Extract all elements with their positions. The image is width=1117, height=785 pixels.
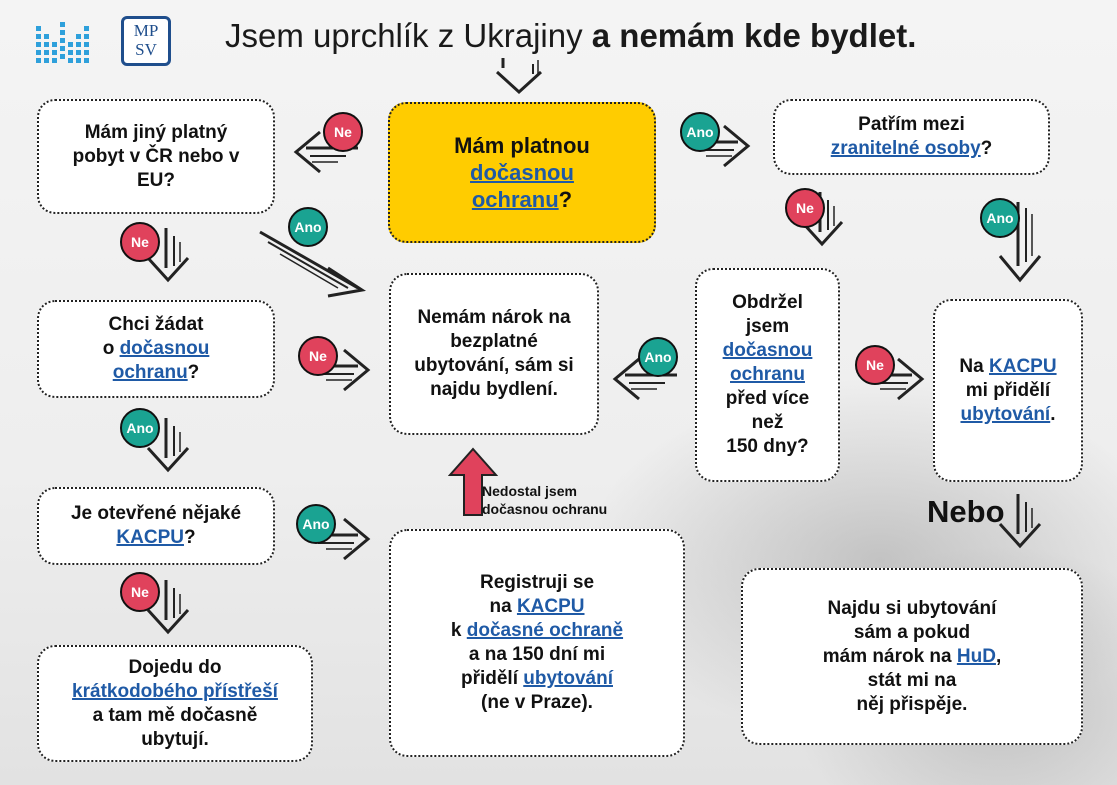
badge-no: Ne — [323, 112, 363, 152]
br-line1: Najdu si ubytování — [827, 597, 997, 619]
link-vulnerable[interactable]: zranitelné osoby — [830, 138, 981, 159]
up-arrow-icon — [448, 447, 498, 516]
box-apply-protection: Chci žádat o dočasnou ochranu? — [37, 300, 275, 398]
rt-end: ? — [980, 138, 993, 159]
fr-line2: mi přidělí — [965, 379, 1051, 401]
br-pre3: mám nárok na — [822, 645, 957, 667]
link-temporary-protection[interactable]: dočasnou — [470, 160, 574, 185]
left2-pre: o — [102, 338, 120, 359]
link-protection[interactable]: ochranu — [471, 187, 559, 212]
side-note-line2: dočasnou ochranu — [482, 501, 608, 517]
title-bold: a nemám kde bydlet. — [591, 17, 917, 54]
mpsv-logo-top: MP — [133, 21, 159, 40]
center-top-end: ? — [558, 187, 573, 212]
rm-line1: Obdržel — [732, 292, 803, 313]
left1-text: Mám jiný platný pobyt v ČR nebo v EU? — [72, 121, 240, 191]
br-line5: něj přispěje. — [856, 693, 968, 715]
rm-line6: než — [751, 412, 784, 433]
link-left2-protection[interactable]: dočasnou — [119, 338, 210, 359]
flow-arrow-icon — [495, 58, 543, 95]
br-line4: stát mi na — [867, 669, 957, 691]
box-short-term-shelter: Dojedu do krátkodobého přístřeší a tam m… — [37, 645, 313, 762]
cb-line4: a na 150 dní mi — [468, 644, 606, 665]
box-valid-temporary-protection: Mám platnou dočasnou ochranu? — [388, 102, 656, 243]
center-top-line1: Mám platnou — [454, 133, 590, 158]
badge-yes: Ano — [980, 198, 1020, 238]
ministry-logo — [36, 22, 89, 63]
rt-line1: Patřím mezi — [858, 114, 965, 135]
left3-line1: Je otevřené nějaké — [70, 503, 242, 524]
badge-no: Ne — [120, 222, 160, 262]
badge-yes: Ano — [120, 408, 160, 448]
badge-yes: Ano — [680, 112, 720, 152]
mpsv-logo: MP SV — [121, 16, 171, 66]
link-cb-accommodation[interactable]: ubytování — [523, 668, 613, 689]
link-cb-kacpu[interactable]: KACPU — [516, 596, 585, 617]
badge-no: Ne — [120, 572, 160, 612]
link-fr-accommodation[interactable]: ubytování — [960, 403, 1051, 425]
rm-line2: jsem — [745, 316, 790, 337]
left2-line1: Chci žádat — [108, 314, 204, 335]
cb-line6: (ne v Praze). — [481, 692, 593, 713]
title-regular: Jsem uprchlík z Ukrajiny — [225, 17, 592, 54]
box-register-kacpu: Registruji se na KACPU k dočasné ochraně… — [389, 529, 685, 757]
box-kacpu-open: Je otevřené nějaké KACPU? — [37, 487, 275, 565]
badge-yes: Ano — [288, 207, 328, 247]
cb-pre2: na — [489, 596, 517, 617]
box-received-150-days: Obdržel jsem dočasnou ochranu před více … — [695, 268, 840, 482]
br-line2: sám a pokud — [853, 621, 971, 643]
link-cb-protection[interactable]: dočasné ochraně — [466, 620, 624, 641]
cb-line1: Registruji se — [479, 572, 595, 593]
br-end3: , — [995, 645, 1002, 667]
left4-line4: ubytují. — [141, 728, 209, 750]
nebo-label: Nebo — [927, 494, 1005, 529]
box-find-accommodation: Najdu si ubytování sám a pokud mám nárok… — [741, 568, 1083, 745]
link-left2-protection2[interactable]: ochranu — [112, 362, 188, 383]
badge-no: Ne — [855, 345, 895, 385]
box-vulnerable: Patřím mezi zranitelné osoby? — [773, 99, 1050, 175]
link-rm-protection1[interactable]: dočasnou — [722, 340, 813, 361]
left2-end: ? — [187, 362, 200, 383]
link-fr-kacpu[interactable]: KACPU — [989, 355, 1057, 377]
box-kacpu-assigns: Na KACPU mi přidělí ubytování. — [933, 299, 1083, 482]
left3-end: ? — [183, 527, 196, 548]
badge-yes: Ano — [638, 337, 678, 377]
badge-no: Ne — [298, 336, 338, 376]
side-note: Nedostal jsem dočasnou ochranu — [482, 482, 672, 518]
link-rm-protection2[interactable]: ochranu — [730, 364, 805, 385]
fr-pre1: Na — [959, 355, 989, 377]
center-mid-text: Nemám nárok na bezplatné ubytování, sám … — [414, 307, 574, 400]
fr-end: . — [1050, 403, 1056, 425]
rm-line5: před více — [725, 388, 810, 409]
page-title: Jsem uprchlík z Ukrajiny a nemám kde byd… — [225, 14, 1105, 58]
rm-line7: 150 dny? — [726, 436, 809, 457]
box-no-free-housing: Nemám nárok na bezplatné ubytování, sám … — [389, 273, 599, 435]
side-note-line1: Nedostal jsem — [482, 483, 577, 499]
cb-pre3: k — [450, 620, 467, 641]
left4-line1: Dojedu do — [128, 656, 222, 678]
badge-yes: Ano — [296, 504, 336, 544]
flow-arrow-icon — [259, 230, 367, 298]
link-kacpu[interactable]: KACPU — [116, 527, 184, 548]
link-short-term-shelter[interactable]: krátkodobého přístřeší — [72, 680, 278, 702]
box-other-residence: Mám jiný platný pobyt v ČR nebo v EU? — [37, 99, 275, 214]
cb-pre5: přidělí — [460, 668, 524, 689]
flow-arrow-icon — [998, 492, 1042, 548]
left4-line3: a tam mě dočasně — [92, 704, 258, 726]
badge-no: Ne — [785, 188, 825, 228]
mpsv-logo-bottom: SV — [135, 40, 157, 59]
link-hud[interactable]: HuD — [956, 645, 996, 667]
